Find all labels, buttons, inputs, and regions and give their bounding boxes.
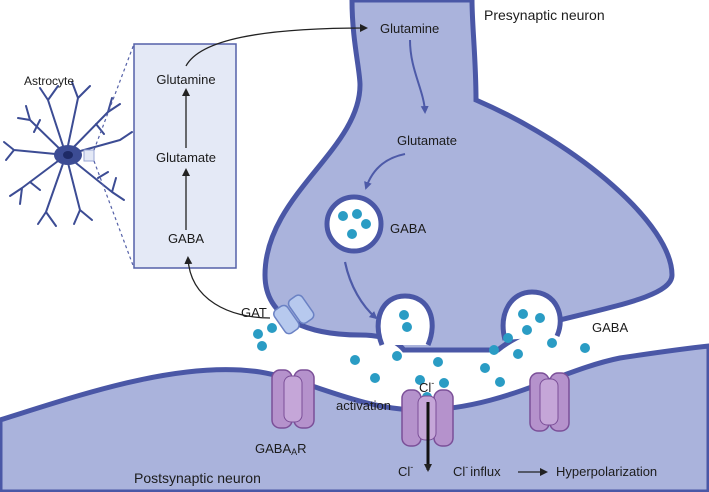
chloride-influx-label: Cl-influx xyxy=(453,462,501,479)
box-step-glutamine: Glutamine xyxy=(156,72,215,87)
astrocyte-metabolism-box xyxy=(133,43,237,269)
gaba-molecule xyxy=(489,345,499,355)
gaba-molecule xyxy=(267,323,277,333)
box-step-gaba: GABA xyxy=(168,231,204,246)
gabaar-label: GABAAR xyxy=(255,441,307,457)
gaba-molecule xyxy=(439,378,449,388)
gabaa-receptor-right xyxy=(529,372,570,432)
gabaa-receptor-left xyxy=(271,369,315,429)
gabaa-receptor-center xyxy=(401,389,454,447)
zoom-line-bottom xyxy=(93,160,135,269)
gaba-molecule xyxy=(352,209,362,219)
gaba-molecule xyxy=(257,341,267,351)
gaba-molecule xyxy=(433,357,443,367)
gaba-molecule xyxy=(580,343,590,353)
gaba-molecule xyxy=(503,333,513,343)
zoom-line-top xyxy=(93,43,135,151)
gat-label: GAT xyxy=(241,305,267,320)
gaba-molecule xyxy=(392,351,402,361)
gaba-molecule xyxy=(415,375,425,385)
vesicle-pit-left xyxy=(375,293,435,346)
glutamine-to-glutamate-arrow xyxy=(409,39,429,114)
gaba-cleft-label: GABA xyxy=(592,320,628,335)
glutamine-pre-label: Glutamine xyxy=(380,21,439,36)
activation-label: activation xyxy=(336,398,391,413)
hyperpolarization-label: Hyperpolarization xyxy=(556,464,657,479)
presynaptic-neuron xyxy=(262,0,675,353)
gaba-molecule xyxy=(347,229,357,239)
astrocyte-label: Astrocyte xyxy=(24,74,74,88)
gaba-molecule xyxy=(518,309,528,319)
gaba-molecule xyxy=(402,322,412,332)
gaba-molecule xyxy=(350,355,360,365)
glutamine-transfer-arrow xyxy=(185,24,368,67)
gaba-molecule xyxy=(338,211,348,221)
gat-uptake-arrow xyxy=(184,256,271,319)
gaba-molecule xyxy=(361,219,371,229)
astrocyte-icon xyxy=(3,81,133,227)
gaba-molecule xyxy=(480,363,490,373)
presynaptic-label: Presynaptic neuron xyxy=(484,7,605,23)
gaba-molecule xyxy=(399,310,409,320)
gaba-molecule xyxy=(522,325,532,335)
postsynaptic-label: Postsynaptic neuron xyxy=(134,470,261,486)
gat-transporter xyxy=(273,294,315,335)
box-step-glutamate: Glutamate xyxy=(156,150,216,165)
gaba-molecule xyxy=(495,377,505,387)
glutamate-pre-label: Glutamate xyxy=(397,133,457,148)
chloride-bottom-label: Cl- xyxy=(398,462,413,479)
gaba-molecule xyxy=(253,329,263,339)
synaptic-vesicle xyxy=(324,194,384,254)
vesicle-release-arrow xyxy=(343,261,378,320)
astrocyte-nucleus xyxy=(63,151,73,159)
astrocyte-zoom-marker xyxy=(83,149,95,162)
glutamate-to-gaba-arrow xyxy=(364,153,406,190)
gaba-molecule xyxy=(513,349,523,359)
chloride-top-label: Cl- xyxy=(419,378,434,395)
vesicle-pit-right xyxy=(500,289,563,341)
gaba-vesicle-label: GABA xyxy=(390,221,426,236)
gaba-molecule xyxy=(370,373,380,383)
gaba-molecule xyxy=(547,338,557,348)
gaba-molecule xyxy=(535,313,545,323)
